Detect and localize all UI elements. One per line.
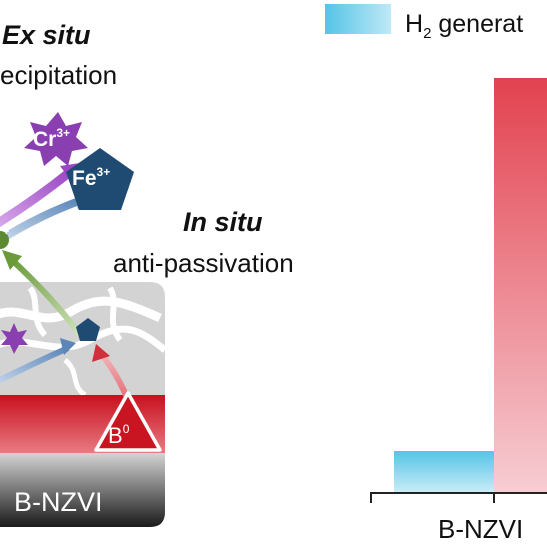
material-label: B-NZVI [14,487,103,517]
partial-ion-icon [0,231,9,249]
fe-ion-pentagon-icon [66,148,134,210]
legend-label-main: H [405,10,423,38]
in-situ-title: In situ [183,207,263,237]
fe-ion-charge: 3+ [97,165,111,179]
partial-ion-charge: + [3,226,9,238]
legend-label-sub: 2 [423,25,431,42]
purple-arrow [0,168,73,228]
ex-situ-subtitle: ecipitation [0,60,117,90]
star-ion-icon [1,323,28,354]
cr-ion-star-icon [24,112,88,166]
green-arrow [9,257,83,337]
pentagon-ion-icon [76,318,100,341]
fe-ion-label: Fe3+ [72,165,110,190]
blue-arrowhead-lower [60,338,76,355]
bar-red-series [494,78,547,492]
blue-arrow-lower [0,345,70,384]
boron-symbol: B [108,423,123,448]
green-arrowhead [2,250,22,270]
blue-arrow-upper [0,196,84,244]
triangle-boron-icon [94,391,162,452]
cr-ion-label: Cr3+ [33,126,70,151]
ex-situ-title: Ex situ [2,20,91,50]
in-situ-subtitle: anti-passivation [113,248,294,278]
legend-label-rest: generat [431,10,523,38]
red-arrowhead [92,344,110,362]
nzvi-core-layer [0,453,165,527]
bar-h2-generation [394,451,494,492]
cr-ion-symbol: Cr [33,128,56,151]
fe-ion-symbol: Fe [72,167,97,190]
x-tick-label: B-NZVI [438,514,523,544]
cr-ion-charge: 3+ [56,126,70,140]
boron-label: B0 [108,422,130,448]
legend-swatch [325,4,391,34]
boron-charge: 0 [123,422,130,436]
legend-label: H2 generat [405,10,523,42]
